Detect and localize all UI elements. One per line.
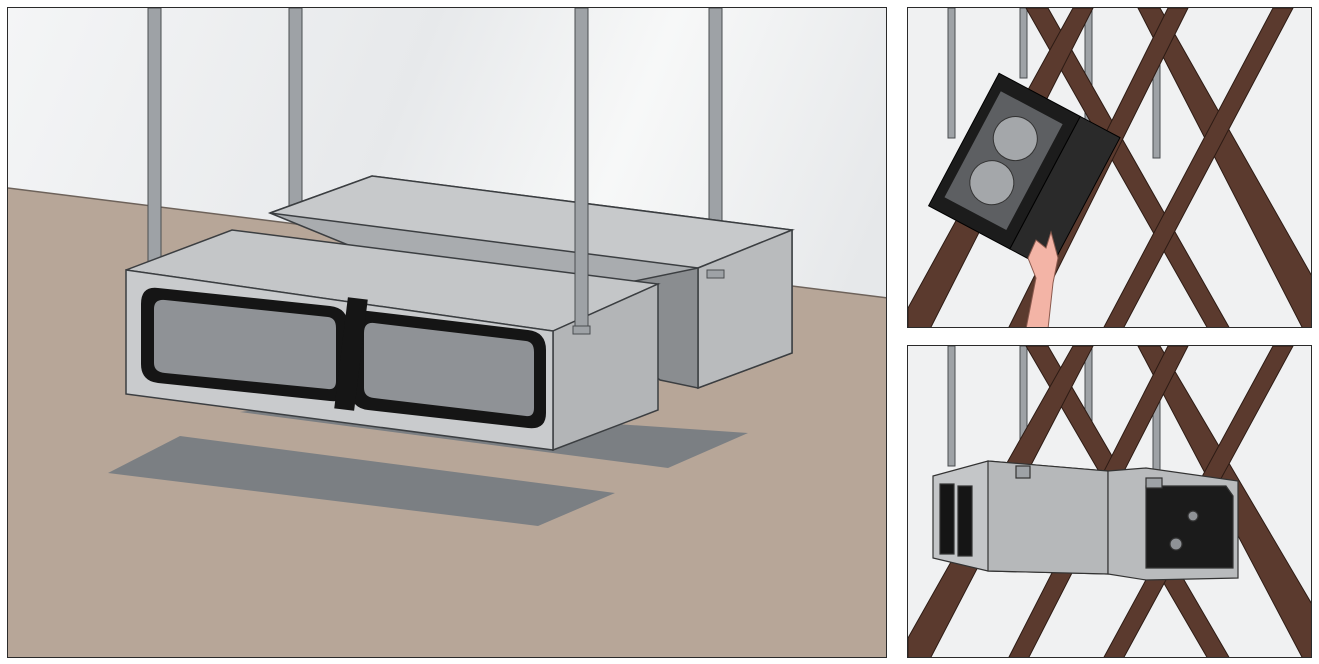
hanger-rod: [1020, 8, 1027, 78]
hanger-rod: [289, 8, 302, 208]
tilt-install-panel: [907, 7, 1312, 328]
hanger-rod: [948, 8, 955, 138]
hanger-rod: [575, 8, 588, 333]
installed-fan-unit-right: [1108, 468, 1238, 580]
hung-install-panel: [907, 345, 1312, 658]
main-illustration: [8, 8, 887, 658]
installed-fan-unit-left: [933, 461, 1108, 574]
tilt-install-illustration: [908, 8, 1312, 328]
hung-install-illustration: [908, 346, 1312, 658]
hanger-rod: [148, 8, 161, 263]
main-illustration-panel: [7, 7, 887, 658]
hanger-rod: [948, 346, 955, 466]
